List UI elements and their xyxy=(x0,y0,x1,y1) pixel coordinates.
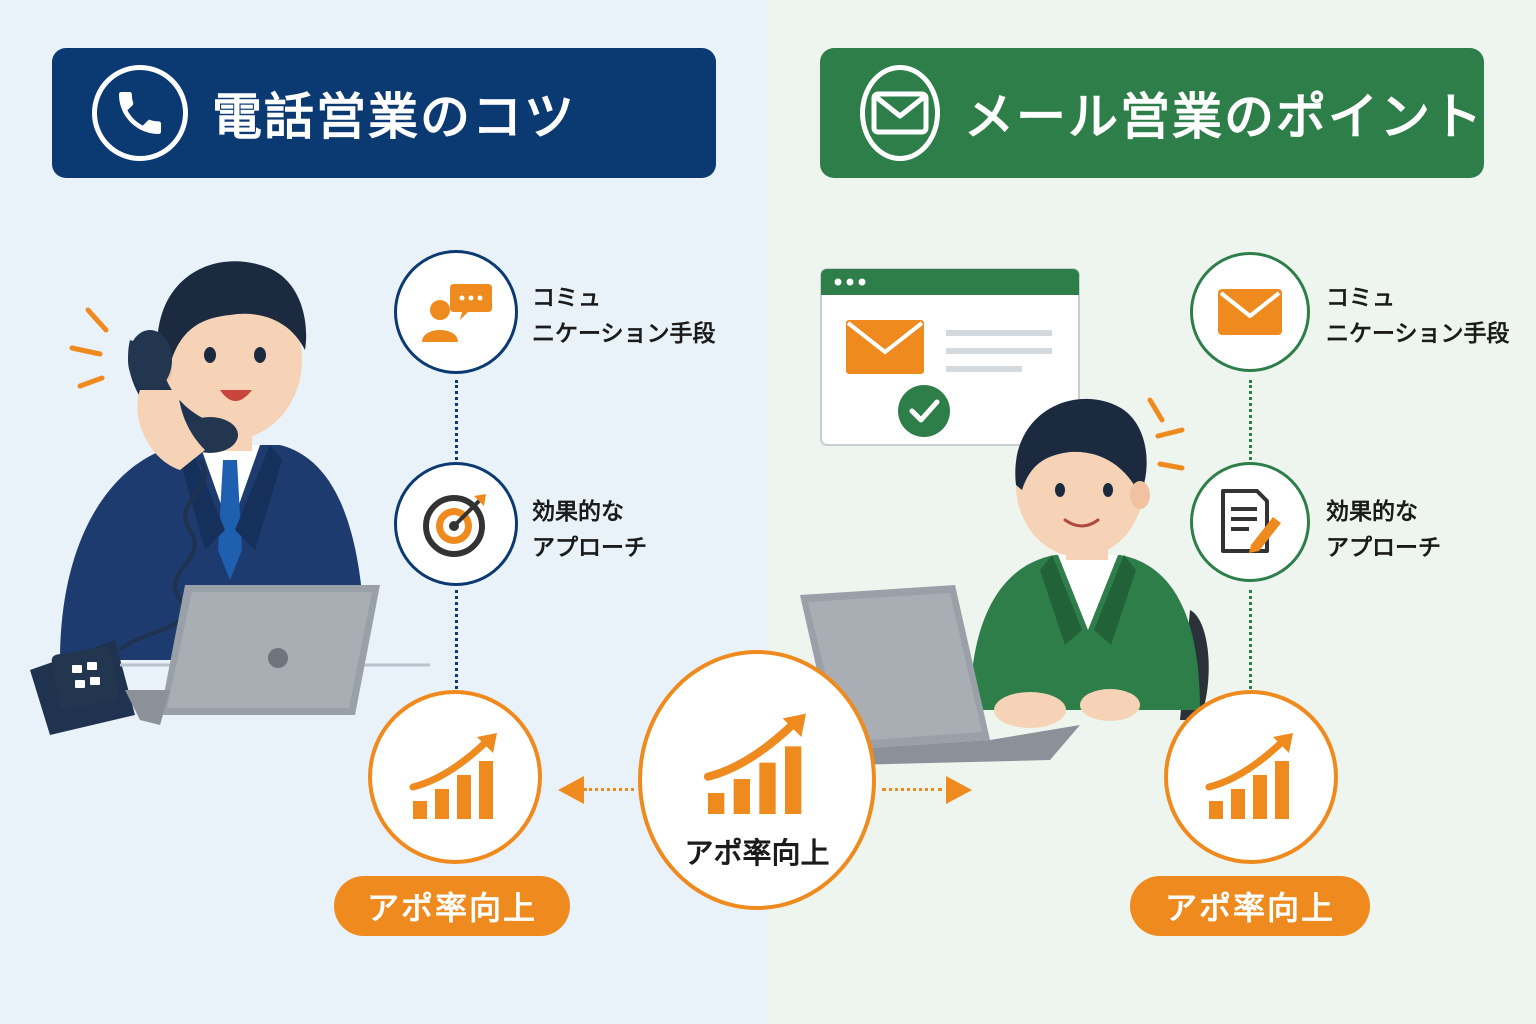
left-connector-2 xyxy=(455,590,458,695)
chat-person-icon xyxy=(422,284,492,342)
right-communication-line2: ニケーション手段 xyxy=(1326,321,1510,347)
right-connector-2 xyxy=(1249,590,1252,695)
email-sales-header: メール営業のポイント xyxy=(820,48,1484,178)
left-communication-line2: ニケーション手段 xyxy=(532,321,716,347)
right-approach-line1: 効果的な xyxy=(1326,499,1418,525)
document-pen-icon xyxy=(1221,489,1281,553)
right-result-pill: アポ率向上 xyxy=(1130,876,1370,936)
left-result-circle xyxy=(368,690,542,864)
right-arrow-head xyxy=(946,776,972,804)
envelope-icon xyxy=(1218,289,1282,335)
center-result-circle xyxy=(638,650,876,910)
right-approach-circle xyxy=(1190,462,1310,582)
center-result-label: アポ率向上 xyxy=(684,836,830,870)
target-icon xyxy=(423,494,486,557)
left-connector-1 xyxy=(455,380,458,460)
right-arrow-line xyxy=(882,788,942,791)
phone-sales-title: 電話営業のコツ xyxy=(212,88,576,146)
right-communication-line1: コミュ xyxy=(1326,285,1395,311)
left-communication-line1: コミュ xyxy=(532,285,601,311)
growth-chart-icon xyxy=(1205,733,1293,819)
left-communication-circle xyxy=(394,250,518,374)
phone-icon xyxy=(92,65,188,161)
left-arrow-line xyxy=(584,788,634,791)
right-communication-label: コミュ ニケーション手段 xyxy=(1326,280,1510,352)
right-communication-circle xyxy=(1190,252,1310,372)
left-approach-circle xyxy=(394,462,518,586)
email-window-illustration xyxy=(820,268,1080,446)
left-arrow-head xyxy=(558,776,584,804)
left-communication-label: コミュ ニケーション手段 xyxy=(532,280,716,352)
right-connector-1 xyxy=(1249,380,1252,460)
mail-icon xyxy=(860,65,940,161)
growth-chart-icon xyxy=(409,733,497,819)
right-approach-line2: アプローチ xyxy=(1326,535,1441,561)
phone-businessman-illustration xyxy=(30,261,430,735)
right-approach-label: 効果的な アプローチ xyxy=(1326,494,1441,566)
email-sales-title: メール営業のポイント xyxy=(964,88,1484,146)
left-approach-line2: アプローチ xyxy=(532,535,647,561)
right-result-circle xyxy=(1164,690,1338,864)
left-result-pill: アポ率向上 xyxy=(334,876,570,936)
phone-sales-header: 電話営業のコツ xyxy=(52,48,716,178)
left-approach-label: 効果的な アプローチ xyxy=(532,494,647,566)
growth-chart-icon xyxy=(703,713,806,814)
left-approach-line1: 効果的な xyxy=(532,499,624,525)
